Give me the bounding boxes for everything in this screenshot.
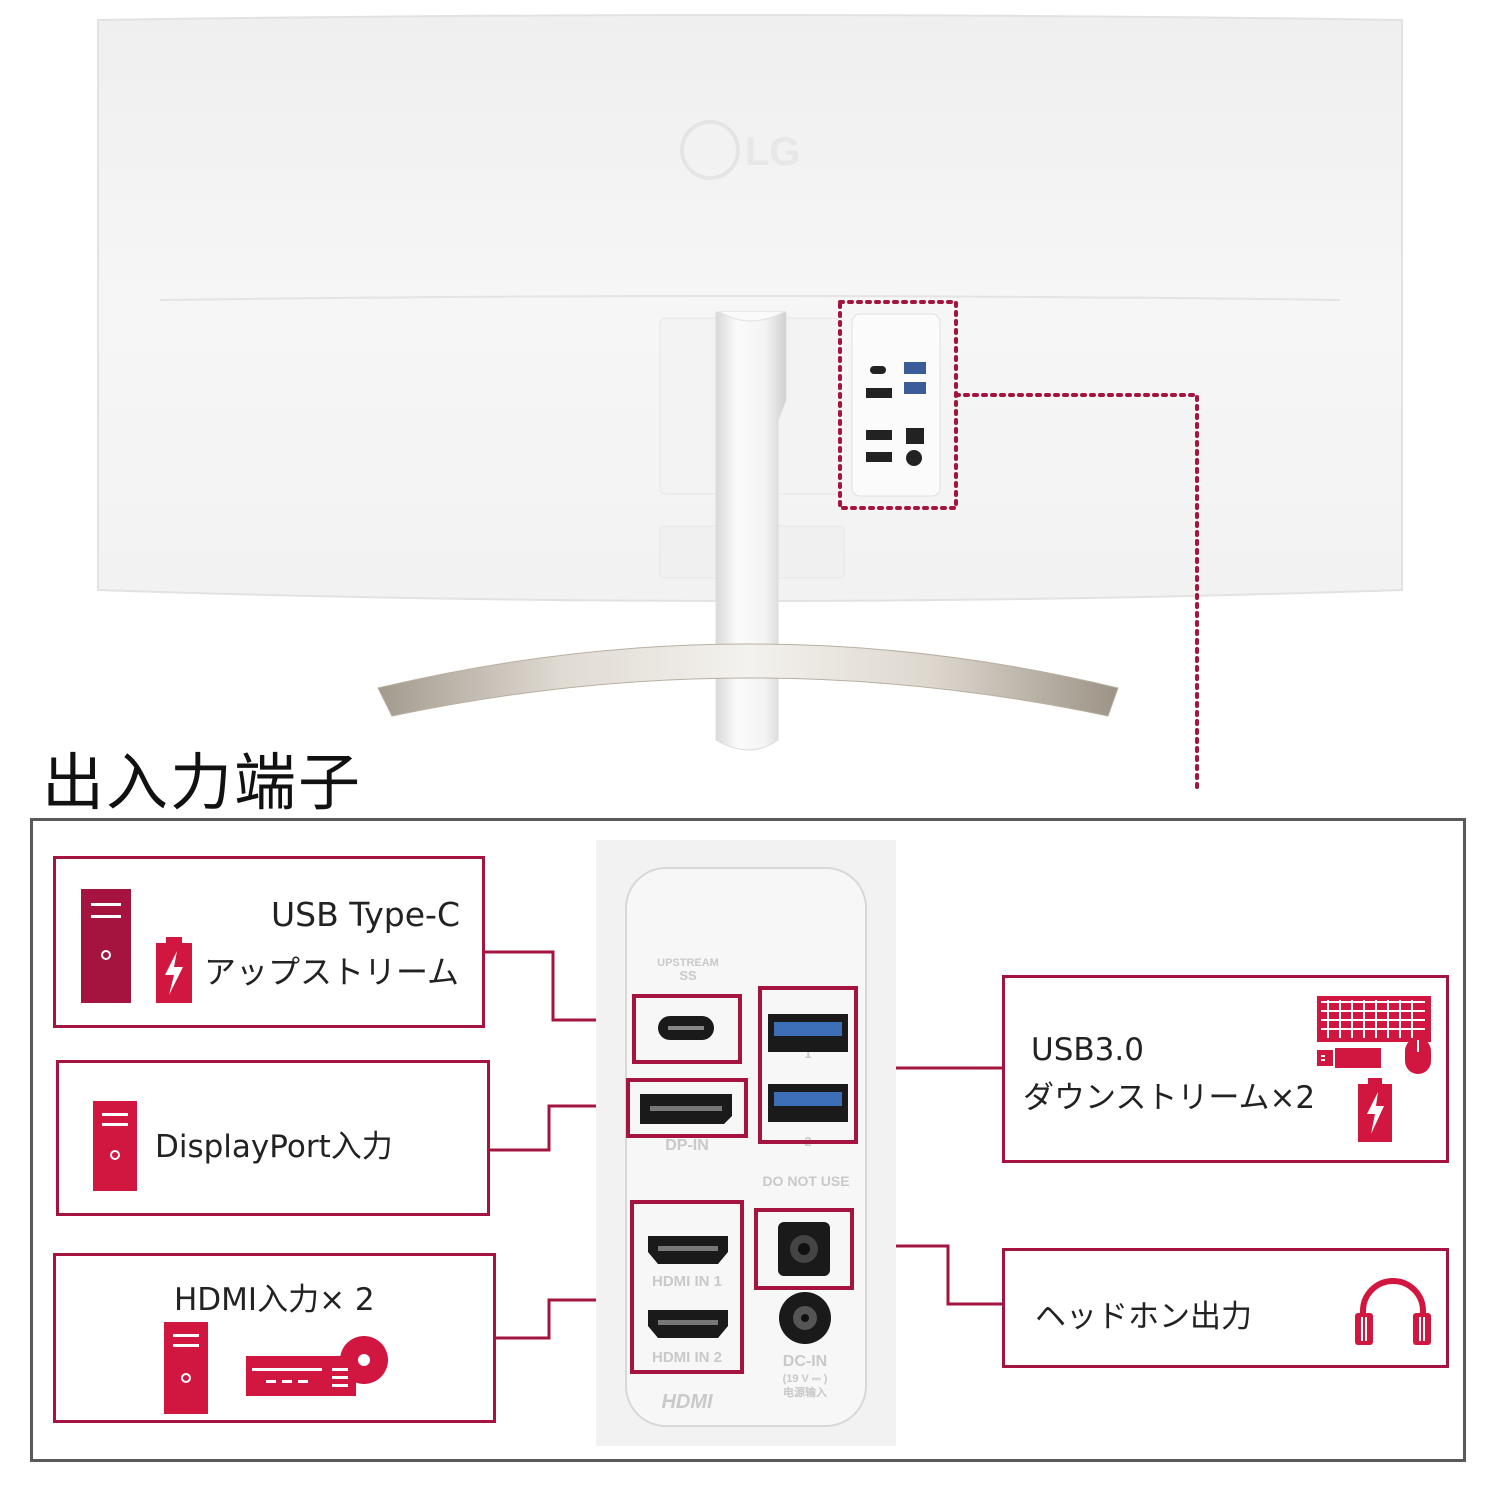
hdmi-box: HDMI入力× 2 [53,1253,496,1423]
pc-tower-icon [164,1322,208,1414]
panel-hdmi-in-1-print: HDMI IN 1 [652,1273,722,1290]
usb-stick-icon [1317,1048,1381,1068]
monitor-rear-illustration: LG [97,14,1403,790]
dc-in-jack [779,1292,831,1344]
pc-tower-icon [93,1101,137,1191]
headphone-label: ヘッドホン出力 [1035,1299,1252,1335]
displayport-box: DisplayPort入力 [56,1060,490,1216]
panel-upstream-print: UPSTREAM [657,957,719,969]
usb3-downstream-box: USB3.0 ダウンストリーム×2 [1002,975,1449,1163]
usb-c-port [632,994,742,1064]
port-panel-closeup: UPSTREAM SS 1 2 DP-IN DO NOT USE HDMI IN… [596,840,896,1446]
hdmi-ports [630,1200,744,1374]
pc-tower-icon [81,889,131,1003]
mouse-icon [1405,1038,1431,1074]
usb3-ports [758,986,858,1144]
usb-c-upstream-box: USB Type-C アップストリーム [53,856,485,1028]
panel-usb-1-print: 1 [804,1046,811,1061]
usb-c-title: USB Type-C [271,895,460,934]
displayport-port [626,1078,748,1138]
panel-hdmi-in-2-print: HDMI IN 2 [652,1349,722,1366]
usb3-title: USB3.0 [1031,1032,1144,1068]
panel-ss-print: SS [679,968,697,983]
svg-text:LG: LG [745,130,801,174]
headphone-output-box: ヘッドホン出力 [1002,1248,1449,1368]
usb-c-subtitle: アップストリーム [204,953,460,991]
lg-logo: LG [680,120,801,180]
battery-charge-icon [156,937,192,1003]
panel-dc-jp-print: 电源输入 [783,1385,827,1399]
headphones-icon [1355,1278,1431,1345]
hdmi-label: HDMI入力× 2 [174,1282,375,1318]
battery-charge-icon [1358,1078,1392,1142]
keyboard-icon [1317,996,1431,1042]
panel-dc-in-print: DC-IN [783,1353,827,1370]
io-detail-frame [30,818,1466,1462]
panel-dc-spec-print: (19 V ⎓ ) [783,1373,828,1385]
headphone-jack [754,1208,854,1290]
panel-dp-in-print: DP-IN [665,1137,709,1154]
displayport-label: DisplayPort入力 [155,1129,393,1165]
panel-do-not-use-print: DO NOT USE [762,1173,849,1189]
blu-ray-player-icon [246,1336,388,1396]
usb3-subtitle: ダウンストリーム×2 [1023,1080,1316,1116]
panel-hdmi-logo-print: HDMI [661,1391,713,1413]
section-title: 出入力端子 [42,746,363,819]
